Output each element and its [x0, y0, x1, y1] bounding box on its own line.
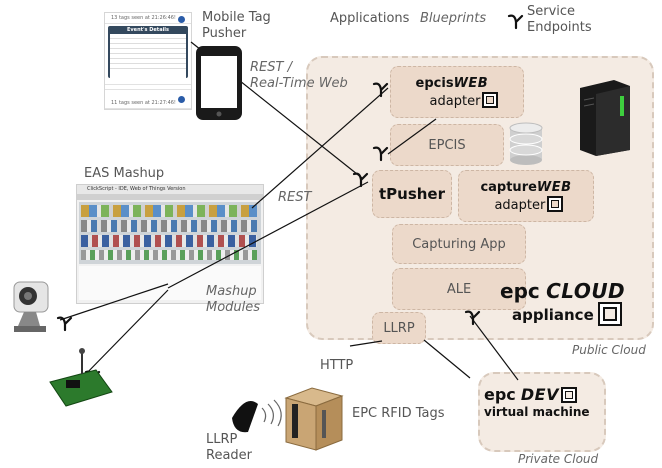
- smartphone-icon: [196, 46, 242, 120]
- capture-web-adapter-label-c: adapter: [494, 197, 546, 213]
- phone-row-arrow-icon: [178, 96, 185, 103]
- blueprints-label: Blueprints: [420, 11, 487, 26]
- epcis-web-adapter-box: epcisWEB adapter: [390, 66, 524, 118]
- service-endpoint-icon: [507, 14, 524, 30]
- camera-icon: [13, 281, 49, 332]
- phone-tag-row: 11 tags seen at 21:27:46!: [105, 98, 191, 109]
- database-icon: [509, 122, 543, 165]
- service-endpoint-icon: [352, 172, 369, 188]
- rest-realtime-label: REST / Real-Time Web: [250, 60, 348, 91]
- mobile-tag-pusher-label: Mobile Tag Pusher: [202, 10, 271, 41]
- capture-web-adapter-box: captureWEB adapter: [458, 170, 594, 222]
- epc-dev-label-c: virtual machine: [484, 405, 590, 419]
- rfid-reader-icon: [232, 399, 282, 433]
- tpusher-label: tPusher: [378, 185, 446, 203]
- epcis-web-adapter-label-a: epcis: [415, 75, 454, 91]
- appliance-logo-icon: [597, 302, 622, 326]
- private-cloud-label: Private Cloud: [518, 452, 599, 466]
- service-endpoint-icon: [372, 146, 389, 162]
- epc-rfid-tags-label: EPC RFID Tags: [352, 406, 445, 421]
- private-cloud: [478, 372, 606, 452]
- service-endpoint-icon: [56, 316, 73, 332]
- llrp-reader-label: LLRP Reader: [206, 432, 253, 463]
- capturing-app-label: Capturing App: [412, 236, 506, 252]
- adapter-logo-icon: [482, 91, 499, 108]
- capturing-app-box: Capturing App: [392, 224, 526, 264]
- epcis-web-adapter-label-b: WEB: [453, 75, 489, 91]
- epc-dev-label-b: DEV: [520, 385, 559, 404]
- ale-box: ALE: [392, 268, 526, 310]
- ale-label: ALE: [446, 281, 472, 297]
- mashup-window-title: ClickScript - IDE, Web of Things Version: [77, 185, 263, 194]
- mashup-modules-label: Mashup Modules: [206, 284, 261, 315]
- epc-dev-vm: epc DEV virtual machine: [484, 386, 604, 420]
- box-with-tags-icon: [284, 387, 344, 451]
- service-endpoint-icon: [372, 82, 389, 98]
- mobile-app-screenshot: 13 tags seen at 21:26:46! Event's Detail…: [104, 12, 192, 110]
- llrp-box: LLRP: [372, 312, 426, 344]
- mashup-screenshot: ClickScript - IDE, Web of Things Version: [76, 184, 264, 304]
- tpusher-box: tPusher: [372, 170, 452, 218]
- service-endpoints-label: Service Endpoints: [527, 4, 592, 35]
- server-icon: [580, 80, 630, 156]
- phone-row-arrow-icon: [178, 16, 185, 23]
- epcis-web-adapter-label-c: adapter: [429, 93, 481, 109]
- phone-event-dialog: Event's Details: [108, 26, 188, 78]
- epc-cloud-label-c: appliance: [512, 306, 594, 324]
- capture-web-adapter-label-b: WEB: [536, 179, 572, 195]
- llrp-label: LLRP: [383, 320, 415, 336]
- service-endpoint-icon: [464, 310, 481, 326]
- dev-logo-icon: [560, 387, 577, 403]
- phone-tag-row: 13 tags seen at 21:26:46!: [105, 13, 191, 24]
- epc-dev-label-a: epc: [484, 385, 516, 404]
- epc-cloud-label-a: epc: [500, 279, 540, 303]
- rest-label: REST: [278, 190, 312, 205]
- capture-web-adapter-label-a: capture: [480, 179, 537, 195]
- http-label: HTTP: [320, 358, 354, 373]
- epcis-box: EPCIS: [390, 124, 504, 166]
- phone-dialog-title: Event's Details: [127, 27, 169, 33]
- public-cloud-label: Public Cloud: [572, 343, 646, 357]
- applications-label: Applications: [330, 11, 410, 26]
- epc-cloud-appliance: epc CLOUD appliance: [500, 280, 630, 326]
- epcis-label: EPCIS: [428, 137, 466, 153]
- adapter-logo-icon: [547, 195, 564, 212]
- eas-mashup-label: EAS Mashup: [84, 166, 165, 181]
- epc-cloud-label-b: CLOUD: [546, 279, 626, 303]
- sensor-board-icon: [49, 348, 113, 407]
